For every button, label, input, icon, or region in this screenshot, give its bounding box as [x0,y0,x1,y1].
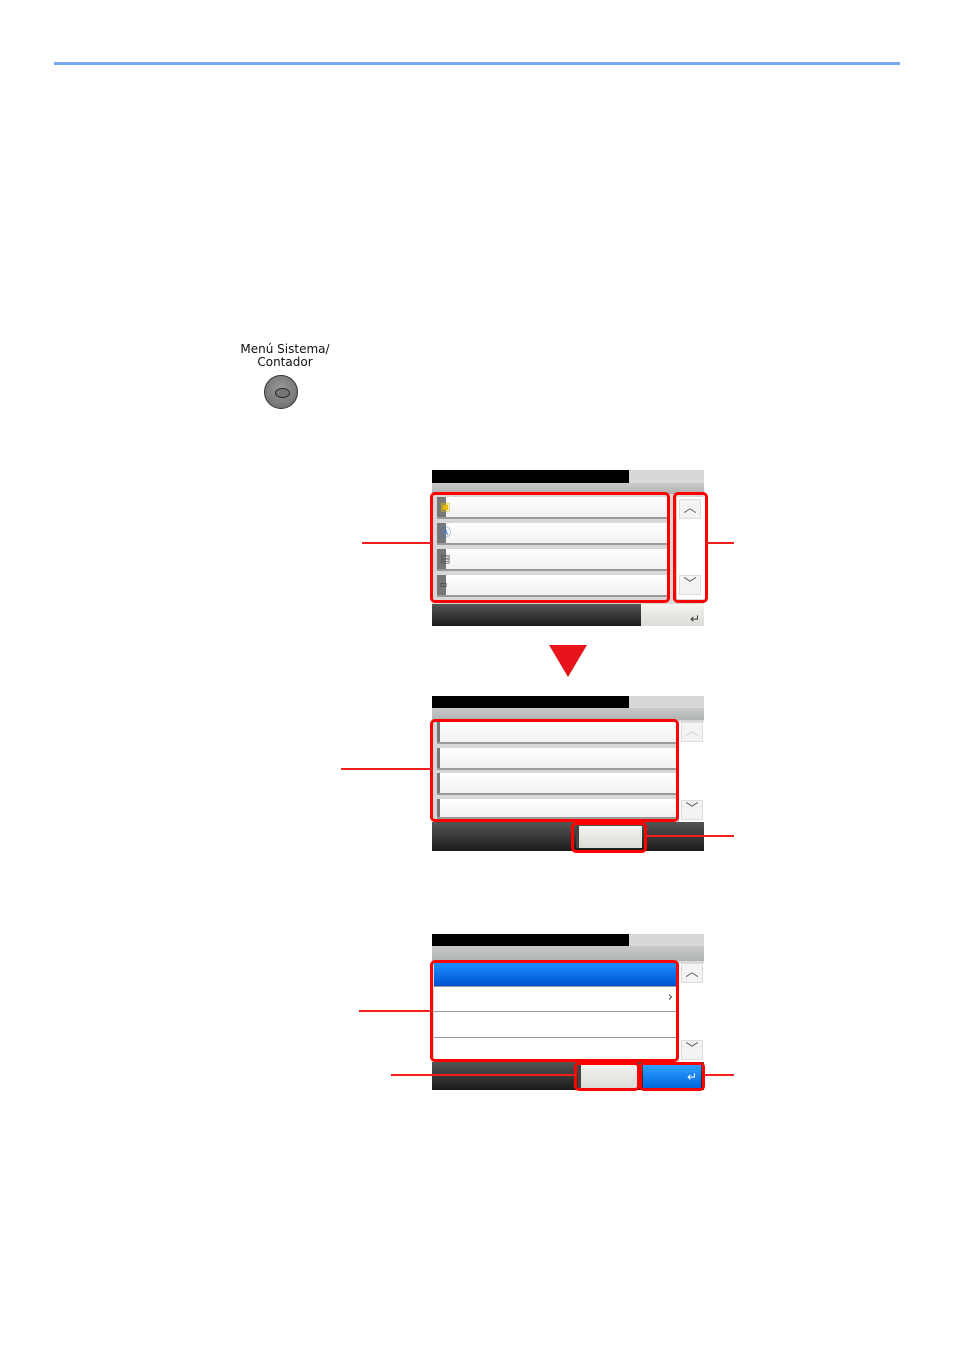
menu-item-4[interactable] [437,799,677,819]
menu-item-1[interactable] [437,722,677,744]
chevron-down-icon[interactable]: ﹀ [681,800,703,820]
counter-icon: ▭ [440,580,448,589]
chevron-down-icon[interactable]: ﹀ [679,575,701,595]
setting-option-4[interactable] [434,1038,676,1060]
printer-icon: ▣ [440,500,451,513]
highlight-menu-items [430,492,670,603]
menu-item-3[interactable]: ▤ [437,549,667,571]
callout-line [391,1074,576,1076]
scrollbar[interactable]: ︿ ﹀ [678,963,705,1062]
triangle-down-icon [549,645,587,677]
header-rule [54,62,900,65]
cancel-button[interactable] [578,1065,637,1088]
highlight-cancel-button [574,1062,640,1091]
menu-item-2[interactable]: Ⓐ [437,523,667,545]
system-menu-counter-key[interactable] [264,375,298,409]
menu-item-4[interactable]: ▭ [437,575,667,597]
font-icon: Ⓐ [440,526,451,539]
setting-option-selected[interactable] [434,963,676,987]
callout-line [706,542,734,544]
highlight-menu-items [430,719,679,822]
key-label-line1: Menú Sistema/ [240,342,330,356]
screen-title-bar [432,934,629,946]
screen-header-band [432,946,704,961]
chevron-up-icon[interactable]: ︿ [681,963,703,983]
setting-option-3[interactable] [434,1012,676,1038]
callout-line [362,542,432,544]
callout-line [341,768,432,770]
menu-item-1[interactable]: ▣ [437,497,667,519]
setting-option-2[interactable]: › [434,987,676,1012]
callout-line [704,1074,734,1076]
system-menu-key-label: Menú Sistema/ Contador [220,343,350,369]
menu-item-3[interactable] [437,773,677,795]
back-button[interactable] [576,826,642,848]
callout-line [359,1010,432,1012]
screen-footer [432,604,704,626]
scrollbar[interactable]: ︿ ﹀ [678,722,705,822]
enter-icon: ↵ [686,1070,697,1084]
screen-header-band [432,708,704,720]
key-label-line2: Contador [257,355,313,369]
scrollbar[interactable]: ︿ ﹀ [676,497,705,599]
screen-header-band [432,483,704,494]
menu-item-2[interactable] [437,748,677,770]
highlight-ok-button [639,1062,705,1091]
document-list-icon: ▤ [440,552,451,565]
screen-title-bar [432,470,629,483]
chevron-right-icon: › [667,990,673,1005]
chevron-up-icon[interactable]: ︿ [679,499,701,519]
callout-line [646,835,734,837]
highlight-back-button [571,822,647,853]
highlight-scrollbar [673,492,708,603]
ok-button[interactable]: ↵ [643,1065,701,1088]
enter-icon: ↵ [689,612,700,626]
highlight-setting-options [430,960,679,1062]
chevron-down-icon[interactable]: ﹀ [681,1040,703,1060]
chevron-up-icon[interactable]: ︿ [681,722,703,742]
key-led-icon [275,388,290,398]
screen-title-bar [432,696,629,708]
enter-button[interactable]: ↵ [641,604,704,626]
